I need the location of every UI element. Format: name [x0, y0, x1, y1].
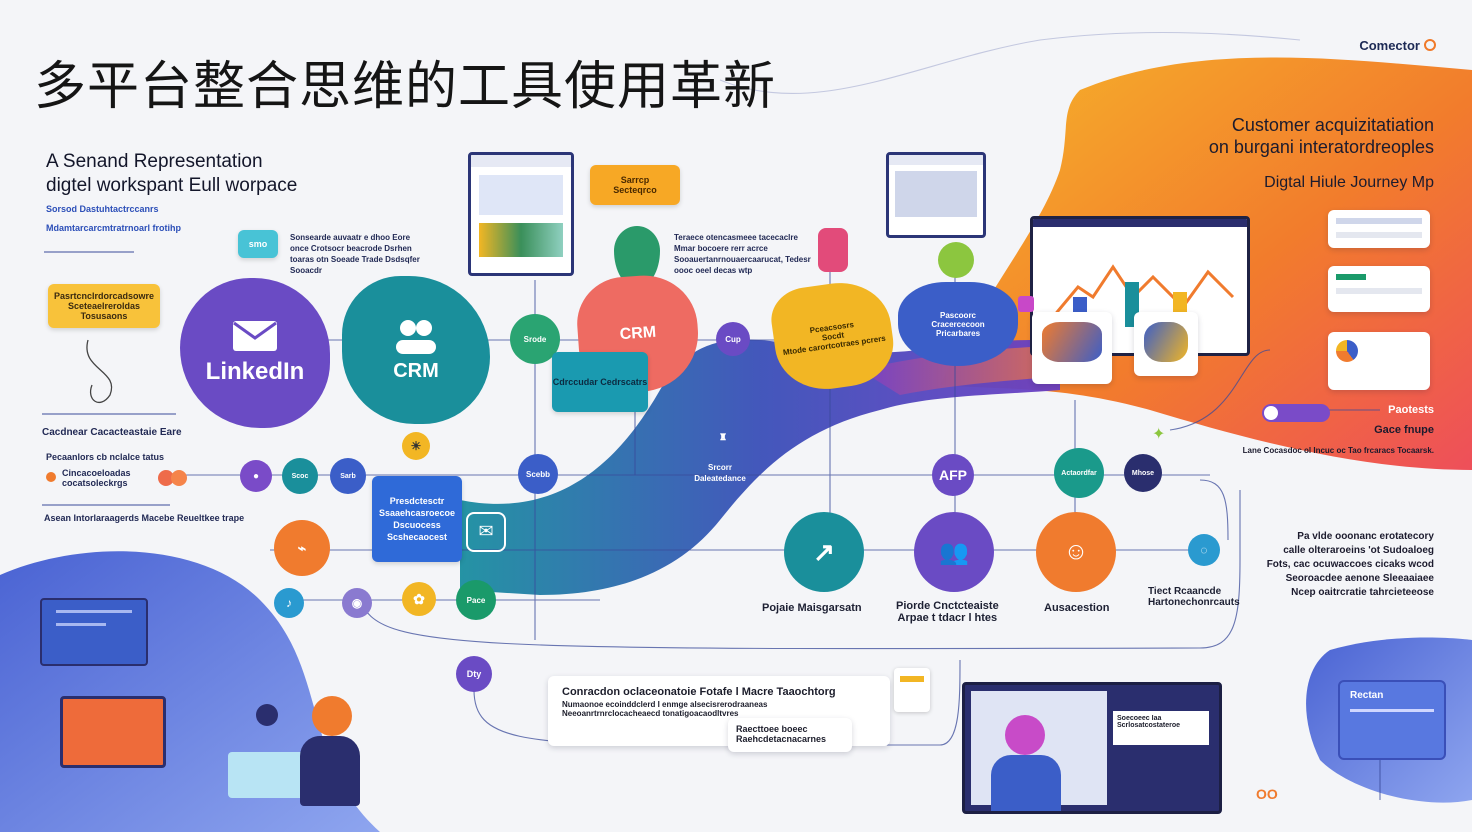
- pink-square-icon: [1018, 296, 1034, 312]
- person-pin-icon: [818, 228, 848, 272]
- ribbon-icon: ♜: [718, 432, 728, 442]
- orange-dot-icon: [46, 472, 56, 482]
- right-label-a: Paotests: [1388, 404, 1434, 416]
- left-header-line2: digtel workspant Eull worpace: [46, 175, 298, 196]
- person-head-icon: [256, 704, 278, 726]
- guide-node[interactable]: 👥: [914, 512, 994, 592]
- left-bottom-screen: [40, 598, 148, 666]
- brand-ring-icon: [1424, 39, 1436, 51]
- orange-node[interactable]: ⌁: [274, 520, 330, 576]
- left-laptop-icon: [60, 696, 166, 768]
- green-dot-node[interactable]: Pace: [456, 580, 496, 620]
- green-map-pin-icon: [938, 242, 974, 278]
- purple-small-node[interactable]: Cup: [716, 322, 750, 356]
- automation-node[interactable]: ☺: [1036, 512, 1116, 592]
- note-text-1: Sonsearde auvaatr e dhoo Eore once Crots…: [290, 233, 420, 275]
- toggle-icon: [158, 470, 188, 486]
- note-text-2: Teraece otencasmeee tacecaclre Mmar boco…: [674, 233, 811, 275]
- node-row-1[interactable]: ●: [240, 460, 272, 492]
- blue-dot-node[interactable]: ♪: [274, 588, 304, 618]
- project-node[interactable]: ↗: [784, 512, 864, 592]
- afp-node[interactable]: AFP: [932, 454, 974, 496]
- crm-node-teal[interactable]: CRM: [342, 276, 490, 424]
- teal-small-node[interactable]: Actaordfar: [1054, 448, 1104, 498]
- chat-icon: ✉: [466, 512, 506, 552]
- purple-dot-node[interactable]: ◉: [342, 588, 372, 618]
- node-row-3[interactable]: Sarb: [330, 458, 366, 494]
- leaf-icon: ✦: [1152, 426, 1166, 443]
- node-row-2[interactable]: Scoc: [282, 458, 318, 494]
- sms-bubble: smo: [238, 230, 278, 258]
- left-header: A Senand Representation digtel workspant…: [46, 150, 297, 198]
- crm-label-teal: CRM: [393, 359, 439, 382]
- blue-small-right-node[interactable]: ◌: [1188, 534, 1220, 566]
- left-sub1: Sorsod Dastuhtactrccanrs: [46, 204, 159, 214]
- users-icon: [396, 319, 436, 354]
- oo-icon: OO: [1256, 786, 1278, 802]
- mini-card-2: [1134, 312, 1198, 376]
- right-card-2[interactable]: [1328, 266, 1430, 312]
- mini-card-1: [1032, 312, 1112, 384]
- automation-label: Ausacestion: [1044, 602, 1110, 614]
- dashboard-screen-2: [886, 152, 986, 238]
- left-mid-heading: Cacdnear Cacacteastaie Eare: [42, 427, 182, 438]
- teal-note-box: Cdrccudar Cedrscatrs: [552, 352, 648, 412]
- left-header-line1: A Senand Representation: [46, 151, 263, 172]
- woman-head-icon: [312, 696, 352, 736]
- right-label-b: Gace fnupe: [1374, 424, 1434, 436]
- woman-body-icon: [300, 736, 360, 806]
- screen-sub: Scrlosatcostateroe: [1117, 722, 1181, 729]
- left-sticky-note: Pasrtcnclrdorcadsowre Sceteaelreroldas T…: [48, 284, 160, 328]
- right-card-1[interactable]: [1328, 210, 1430, 248]
- dty-node[interactable]: Dty: [456, 656, 492, 692]
- small-green-node[interactable]: Srode: [510, 314, 560, 364]
- linkedin-label: LinkedIn: [205, 358, 305, 385]
- small-tag-card: [894, 668, 930, 712]
- bottom-video-screen: Soecoeec Iaa Scrlosatcostateroe: [962, 682, 1222, 814]
- bulb-icon: ☀: [402, 432, 430, 460]
- mail-icon: [233, 321, 277, 351]
- toggle-switch[interactable]: [1262, 404, 1330, 422]
- dashboard-screen-1: [468, 152, 574, 276]
- person-laptop-icon: [228, 752, 308, 798]
- project-label: Pojaie Maisgarsatn: [762, 602, 862, 614]
- right-strap: Lane Cocasdoc ol Incuc oc Tao frcaracs T…: [1242, 446, 1434, 455]
- linkedin-node[interactable]: LinkedIn: [180, 278, 330, 428]
- left-sub2: Mdamtarcarcmtratrnoarl frotihp: [46, 223, 182, 233]
- right-card-3[interactable]: [1328, 332, 1430, 390]
- brand-logo: Comector: [1359, 38, 1436, 53]
- page-title: 多平台整合思维的工具使用革新: [34, 57, 777, 117]
- left-mid-line1: Pecaanlors cb nclalce tatus: [46, 452, 165, 462]
- screen-title: Soecoeec Iaa: [1117, 715, 1162, 722]
- navy-small-node[interactable]: Mhose: [1124, 454, 1162, 492]
- right-bottom-card[interactable]: Rectan: [1338, 680, 1446, 760]
- yellow-dot-node[interactable]: ✿: [402, 582, 436, 616]
- left-mid-line3: Asean Intorlaraagerds Macebe Reueltkee t…: [44, 513, 245, 523]
- right-subheading: Digtal Hiule Journey Mp: [1264, 174, 1434, 191]
- node-row-4[interactable]: Scebb: [518, 454, 558, 494]
- crm-label-coral: CRM: [619, 323, 657, 344]
- bottom-inner-card: Raecttoee boeec Raehcdetacnacarnes: [728, 718, 852, 752]
